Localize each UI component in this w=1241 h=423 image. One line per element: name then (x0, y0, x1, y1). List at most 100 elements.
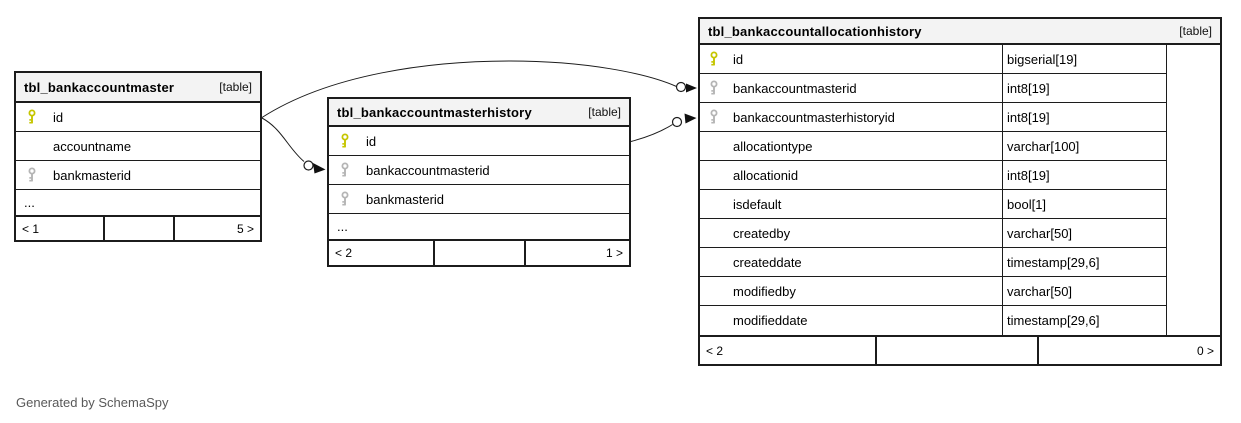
column-type: varchar[50] (1003, 219, 1167, 248)
empty-cell (1167, 219, 1220, 248)
column-name: id (733, 51, 744, 67)
column-name: allocationid (733, 167, 799, 183)
column-name-cell: isdefault (700, 190, 1003, 219)
column-type: int8[19] (1003, 161, 1167, 190)
primary-key-icon (708, 51, 720, 67)
column-type: bigserial[19] (1003, 45, 1167, 74)
table-row: id bigserial[19] (700, 45, 1220, 74)
foreign-key-icon (708, 109, 720, 125)
table-row: createddate timestamp[29,6] (700, 248, 1220, 277)
empty-cell (1167, 306, 1220, 335)
empty-cell (1167, 103, 1220, 132)
table-title[interactable]: tbl_bankaccountallocationhistory (708, 23, 922, 39)
table-footer: < 2 1 > (329, 240, 629, 265)
footer-middle-cell (435, 241, 526, 265)
entity-tbl_bankaccountmasterhistory: tbl_bankaccountmasterhistory [table] id … (327, 97, 631, 267)
column-type: varchar[50] (1003, 277, 1167, 306)
column-name: allocationtype (733, 138, 813, 154)
generated-by-note: Generated by SchemaSpy (16, 395, 169, 410)
table-footer: < 1 5 > (16, 216, 260, 240)
empty-cell (1167, 132, 1220, 161)
table-row: bankaccountmasterid (329, 156, 629, 185)
table-type-label: [table] (1179, 24, 1212, 38)
entity-tbl_bankaccountmaster: tbl_bankaccountmaster [table] id account… (14, 71, 262, 242)
column-name: accountname (53, 138, 132, 154)
zero-one-circle-marker (675, 81, 687, 93)
footer-middle-cell (105, 217, 175, 240)
column-type: timestamp[29,6] (1003, 248, 1167, 277)
column-name: createdby (733, 225, 791, 241)
column-name: isdefault (733, 196, 782, 212)
column-name-cell: createdby (700, 219, 1003, 248)
table-header[interactable]: tbl_bankaccountallocationhistory [table] (700, 19, 1220, 45)
child-count: 0 > (1196, 343, 1214, 358)
arrowhead-marker (684, 113, 697, 124)
table-row: accountname (16, 132, 260, 161)
column-name-cell: createddate (700, 248, 1003, 277)
table-row: id (329, 127, 629, 156)
parent-count: < 1 (16, 217, 105, 240)
column-name-cell: id (700, 45, 1003, 74)
ellipsis-label: ... (24, 195, 35, 210)
column-name-cell: modifieddate (700, 306, 1003, 335)
table-row-ellipsis: ... (16, 190, 260, 216)
table-row: bankmasterid (16, 161, 260, 190)
column-type: bool[1] (1003, 190, 1167, 219)
empty-cell (1167, 161, 1220, 190)
column-name: createddate (733, 254, 802, 270)
empty-cell (1167, 190, 1220, 219)
relationship-bankaccountmaster-to-masterhistory (261, 117, 326, 174)
column-type: int8[19] (1003, 74, 1167, 103)
table-row: allocationtype varchar[100] (700, 132, 1220, 161)
column-name-cell: allocationid (700, 161, 1003, 190)
arrowhead-marker (686, 83, 697, 93)
table-row: bankaccountmasterid int8[19] (700, 74, 1220, 103)
column-type: varchar[100] (1003, 132, 1167, 161)
table-row: createdby varchar[50] (700, 219, 1220, 248)
primary-key-icon (339, 133, 351, 149)
zero-one-circle-marker (671, 116, 683, 128)
foreign-key-icon (339, 162, 351, 178)
child-count: 5 > (236, 221, 254, 236)
column-name: id (366, 133, 377, 149)
table-row: allocationid int8[19] (700, 161, 1220, 190)
entity-tbl_bankaccountallocationhistory: tbl_bankaccountallocationhistory [table]… (698, 17, 1222, 366)
foreign-key-icon (26, 167, 38, 183)
child-count: 1 > (605, 246, 623, 260)
column-name: bankaccountmasterid (733, 80, 857, 96)
column-name: modifiedby (733, 283, 796, 299)
footer-middle-cell (877, 337, 1039, 364)
arrowhead-marker (313, 163, 326, 174)
column-name: modifieddate (733, 313, 808, 328)
table-header[interactable]: tbl_bankaccountmaster [table] (16, 73, 260, 103)
empty-cell (1167, 248, 1220, 277)
table-title[interactable]: tbl_bankaccountmasterhistory (337, 104, 532, 120)
primary-key-icon (26, 109, 38, 125)
zero-one-circle-marker (303, 160, 314, 171)
column-name-cell: allocationtype (700, 132, 1003, 161)
column-name: bankaccountmasterhistoryid (733, 109, 895, 125)
column-name: bankaccountmasterid (366, 162, 490, 178)
column-name: bankmasterid (53, 167, 132, 183)
table-title[interactable]: tbl_bankaccountmaster (24, 79, 175, 95)
ellipsis-label: ... (337, 219, 348, 234)
table-type-label: [table] (219, 80, 252, 94)
table-row: bankmasterid (329, 185, 629, 214)
table-row: isdefault bool[1] (700, 190, 1220, 219)
foreign-key-icon (339, 191, 351, 207)
column-name-cell: bankaccountmasterhistoryid (700, 103, 1003, 132)
table-footer: < 2 0 > (700, 335, 1220, 364)
table-row: id (16, 103, 260, 132)
table-row: modifiedby varchar[50] (700, 277, 1220, 306)
table-row-ellipsis: ... (329, 214, 629, 240)
table-type-label: [table] (588, 105, 621, 119)
empty-cell (1167, 277, 1220, 306)
table-row: bankaccountmasterhistoryid int8[19] (700, 103, 1220, 132)
column-name: id (53, 109, 64, 125)
table-header[interactable]: tbl_bankaccountmasterhistory [table] (329, 99, 629, 127)
relationship-bankaccountmaster-to-allocationhistory (261, 60, 697, 118)
empty-cell (1167, 45, 1220, 74)
column-type: timestamp[29,6] (1003, 306, 1167, 335)
